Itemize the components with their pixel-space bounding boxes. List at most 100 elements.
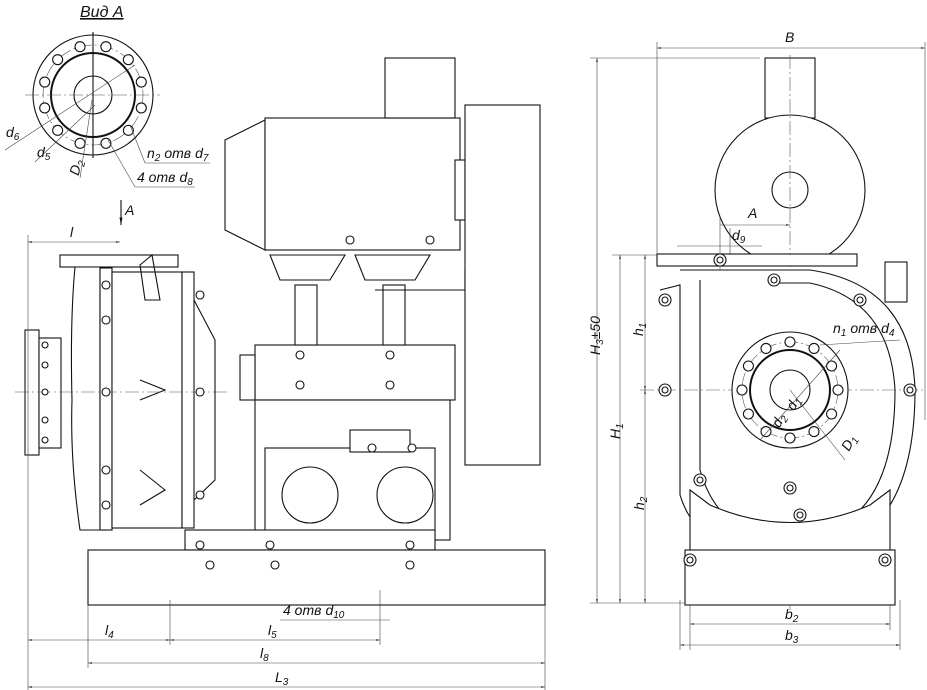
label-l5: l5 bbox=[268, 622, 277, 641]
bolt-hole bbox=[135, 102, 147, 114]
bolt-hole bbox=[52, 54, 64, 66]
bolt-hole bbox=[74, 41, 86, 53]
label-b3: b3 bbox=[785, 627, 799, 646]
bolt bbox=[101, 500, 111, 510]
flange-bolt bbox=[41, 416, 49, 424]
casing-bolt bbox=[853, 293, 867, 307]
bolt-hole bbox=[100, 137, 112, 149]
bolt-hole bbox=[760, 426, 772, 438]
bolt-hole bbox=[39, 102, 51, 114]
casing-bolt-core bbox=[770, 276, 778, 284]
casing-bolts bbox=[658, 253, 917, 567]
bolt-hole bbox=[808, 342, 820, 354]
bolt-hole bbox=[742, 408, 754, 420]
bolt-hole bbox=[808, 426, 820, 438]
flange-bolt bbox=[41, 361, 49, 369]
bolt-hole bbox=[760, 342, 772, 354]
label-H1: H1 bbox=[607, 423, 626, 439]
bolt-hole bbox=[832, 384, 844, 396]
label-H3-tol: H3±50 bbox=[587, 316, 606, 355]
casing-bolt bbox=[658, 383, 672, 397]
flange-bolt bbox=[41, 341, 49, 349]
bolt bbox=[195, 540, 205, 550]
label-b2: b2 bbox=[785, 606, 799, 625]
bolt bbox=[195, 387, 205, 397]
bolt bbox=[205, 560, 215, 570]
label-d5: d5 bbox=[37, 144, 51, 163]
casing-bolt-core bbox=[796, 511, 804, 519]
view-a-title: Вид А bbox=[80, 4, 124, 21]
bolt-hole bbox=[784, 336, 796, 348]
casing-bolt-core bbox=[661, 386, 669, 394]
casing-bolt bbox=[693, 473, 707, 487]
bolt bbox=[345, 235, 355, 245]
bolt bbox=[367, 443, 377, 453]
bolt bbox=[101, 315, 111, 325]
bolt-hole bbox=[736, 384, 748, 396]
bolt bbox=[425, 235, 435, 245]
casing-bolt-core bbox=[906, 386, 914, 394]
casing-bolt-core bbox=[881, 556, 889, 564]
casing-bolt-core bbox=[661, 296, 669, 304]
bolt-hole bbox=[135, 76, 147, 88]
bolt bbox=[295, 350, 305, 360]
bolt bbox=[101, 465, 111, 475]
discharge-flange-bolts bbox=[736, 336, 844, 444]
casing-bolt bbox=[793, 508, 807, 522]
label-l: l bbox=[70, 224, 74, 240]
casing-bolt bbox=[767, 273, 781, 287]
side-bolts bbox=[41, 235, 435, 570]
casing-bolt bbox=[713, 253, 727, 267]
casing-bolt bbox=[878, 553, 892, 567]
bolt bbox=[270, 560, 280, 570]
label-D2: D2 bbox=[66, 157, 89, 177]
bolt-hole bbox=[784, 432, 796, 444]
bolt-hole bbox=[826, 408, 838, 420]
label-D1: D1 bbox=[838, 432, 862, 455]
label-B: B bbox=[785, 29, 794, 45]
side-view: A bbox=[15, 57, 546, 690]
casing-bolt bbox=[683, 553, 697, 567]
bolt bbox=[405, 560, 415, 570]
bolt-hole bbox=[74, 137, 86, 149]
casing-bolt-core bbox=[786, 484, 794, 492]
label-L3: L3 bbox=[275, 669, 289, 688]
bolt bbox=[195, 290, 205, 300]
casing-bolt bbox=[783, 481, 797, 495]
casing-bolt-core bbox=[696, 476, 704, 484]
bolt bbox=[405, 540, 415, 550]
bolt-hole bbox=[100, 41, 112, 53]
label-d9: d9 bbox=[732, 227, 746, 246]
bolt bbox=[101, 387, 111, 397]
casing-bolt-core bbox=[716, 256, 724, 264]
bolt bbox=[407, 443, 417, 453]
bolt bbox=[385, 380, 395, 390]
bolt-hole bbox=[742, 360, 754, 372]
flange-bolt bbox=[41, 436, 49, 444]
bolt bbox=[295, 380, 305, 390]
casing-bolt-core bbox=[856, 296, 864, 304]
view-arrow-a: A bbox=[124, 202, 134, 218]
bolt-hole bbox=[826, 360, 838, 372]
casing-bolt bbox=[658, 293, 672, 307]
label-l4: l4 bbox=[105, 622, 114, 641]
bolt bbox=[385, 350, 395, 360]
label-d6: d6 bbox=[6, 124, 20, 143]
flange-bolt bbox=[41, 388, 49, 396]
bolt-hole bbox=[52, 124, 64, 136]
bolt bbox=[195, 490, 205, 500]
bolt-hole bbox=[39, 76, 51, 88]
bolt bbox=[265, 540, 275, 550]
casing-bolt bbox=[903, 383, 917, 397]
label-h1: h1 bbox=[630, 323, 649, 336]
label-A-front: A bbox=[747, 205, 757, 221]
label-l8: l8 bbox=[260, 645, 269, 664]
bolt-hole bbox=[122, 54, 134, 66]
